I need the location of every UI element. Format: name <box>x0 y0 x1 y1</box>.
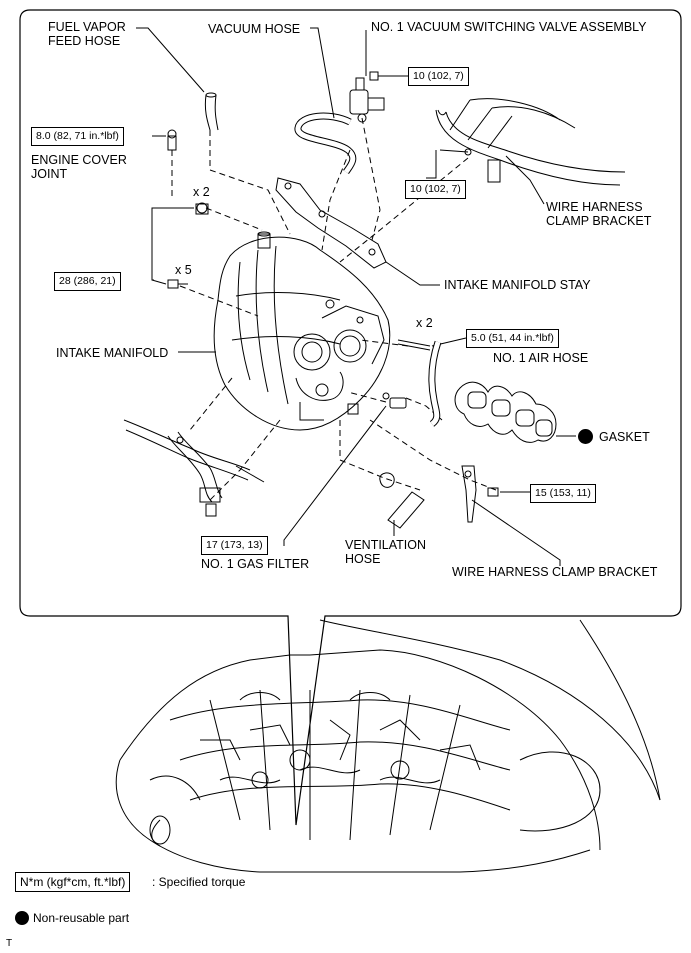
torque-stud-bolts: 5.0 (51, 44 in.*lbf) <box>466 329 559 348</box>
legend-nonreusable-dot <box>15 911 29 925</box>
label-fuel-vapor-feed-hose: FUEL VAPOR FEED HOSE <box>48 20 126 48</box>
label-vsv-assembly: NO. 1 VACUUM SWITCHING VALVE ASSEMBLY <box>371 20 647 34</box>
torque-clamp-bracket-bolt: 15 (153, 11) <box>530 484 596 503</box>
engine-cover-joint-shape <box>167 129 177 151</box>
legend-torque-unit-box: N*m (kgf*cm, ft.*lbf) <box>15 872 131 892</box>
ventilation-hose-shape <box>387 491 425 529</box>
legend-torque-desc: : Specified torque <box>152 875 246 889</box>
label-wire-harness-clamp-bracket-lower: WIRE HARNESS CLAMP BRACKET <box>452 565 658 579</box>
qty-nuts-x2: x 2 <box>193 185 210 199</box>
label-intake-manifold-stay: INTAKE MANIFOLD STAY <box>444 278 591 292</box>
gas-filter-shape <box>382 392 407 409</box>
torque-manifold-bolts: 28 (286, 21) <box>54 272 121 291</box>
bolt-shapes <box>167 279 188 289</box>
torque-vsv-bolt: 10 (102, 7) <box>408 67 469 86</box>
label-wire-harness-clamp-bracket-upper: WIRE HARNESS CLAMP BRACKET <box>546 200 652 228</box>
upper-harness <box>435 109 626 186</box>
manifold-stay-shape <box>275 177 387 269</box>
hose-clip-shape <box>379 472 395 488</box>
qty-studs-x2: x 2 <box>416 316 433 330</box>
torque-engine-cover-joint: 8.0 (82, 71 in.*lbf) <box>31 127 124 146</box>
label-no1-gas-filter: NO. 1 GAS FILTER <box>201 557 310 571</box>
label-ventilation-hose: VENTILATION HOSE <box>345 538 427 566</box>
fuel-vapor-hose-shape <box>204 94 219 131</box>
qty-bolts-x5: x 5 <box>175 263 192 277</box>
clamp-bracket-bolt-shape <box>487 487 499 497</box>
label-gasket: GASKET <box>599 430 650 444</box>
lower-harness <box>123 419 251 481</box>
car-engine-bay-illustration <box>115 619 661 873</box>
torque-bracket-bolt: 10 (102, 7) <box>405 180 466 199</box>
torque-gas-filter: 17 (173, 13) <box>201 536 268 555</box>
vsv-assembly-shape <box>349 30 385 123</box>
lower-clamp-bracket-shape <box>461 465 477 523</box>
intake-manifold-shape <box>213 231 391 431</box>
nonreusable-dot-gasket <box>578 429 593 444</box>
label-engine-cover-joint: ENGINE COVER JOINT <box>31 153 127 181</box>
footer-mark: T <box>6 938 13 949</box>
nut-shapes <box>195 202 209 215</box>
label-intake-manifold: INTAKE MANIFOLD <box>56 346 169 360</box>
gasket-shape <box>454 381 557 443</box>
upper-clamp-bracket-shape <box>487 159 501 183</box>
stud-shape <box>397 339 431 351</box>
label-no1-air-hose: NO. 1 AIR HOSE <box>493 351 589 365</box>
legend-nonreusable-text: Non-reusable part <box>33 911 130 925</box>
label-vacuum-hose: VACUUM HOSE <box>208 22 301 36</box>
